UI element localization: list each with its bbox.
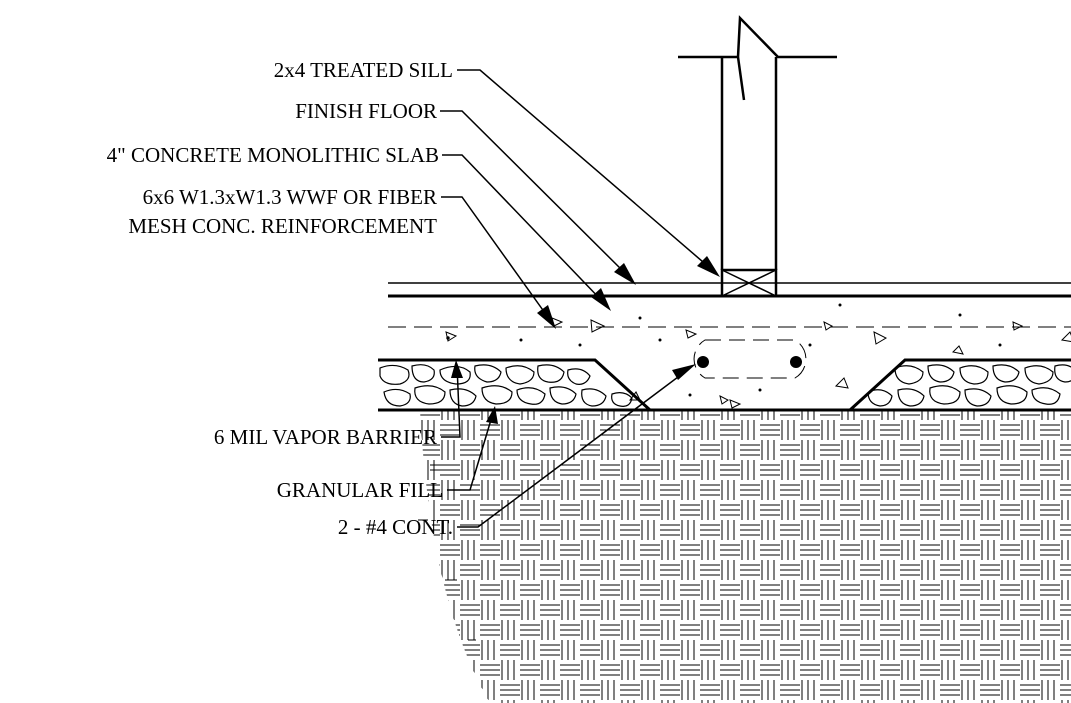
label-mesh-line2: MESH CONC. REINFORCEMENT	[128, 214, 437, 238]
label-rebar: 2 - #4 CONT.	[338, 515, 453, 539]
concrete-stipple	[445, 303, 1071, 409]
soil	[418, 411, 1071, 703]
arrowhead-floor	[614, 263, 636, 285]
labels: 2x4 TREATED SILL FINISH FLOOR 4" CONCRET…	[107, 58, 453, 539]
leader-arrowheads	[451, 256, 720, 424]
arrowhead-mesh	[537, 305, 556, 329]
label-granular-fill: GRANULAR FILL	[277, 478, 443, 502]
label-slab: 4" CONCRETE MONOLITHIC SLAB	[107, 143, 439, 167]
leader-lines	[440, 69, 711, 528]
arrowhead-sill	[697, 256, 720, 277]
arrowhead-slab	[591, 288, 611, 311]
label-treated-sill: 2x4 TREATED SILL	[274, 58, 453, 82]
rebar-group	[693, 339, 807, 379]
label-mesh-line1: 6x6 W1.3xW1.3 WWF OR FIBER	[143, 185, 437, 209]
arrowhead-rebar	[672, 364, 696, 380]
wall-framing	[678, 15, 837, 298]
label-vapor-barrier: 6 MIL VAPOR BARRIER	[214, 425, 437, 449]
arrowhead-vapor	[451, 360, 463, 378]
arrowhead-fill	[486, 406, 498, 424]
treated-sill	[720, 268, 778, 298]
label-finish-floor: FINISH FLOOR	[295, 99, 437, 123]
granular-fill	[379, 364, 1071, 407]
rebar-right	[790, 356, 802, 368]
stirrup	[693, 339, 807, 379]
rebar-left	[697, 356, 709, 368]
